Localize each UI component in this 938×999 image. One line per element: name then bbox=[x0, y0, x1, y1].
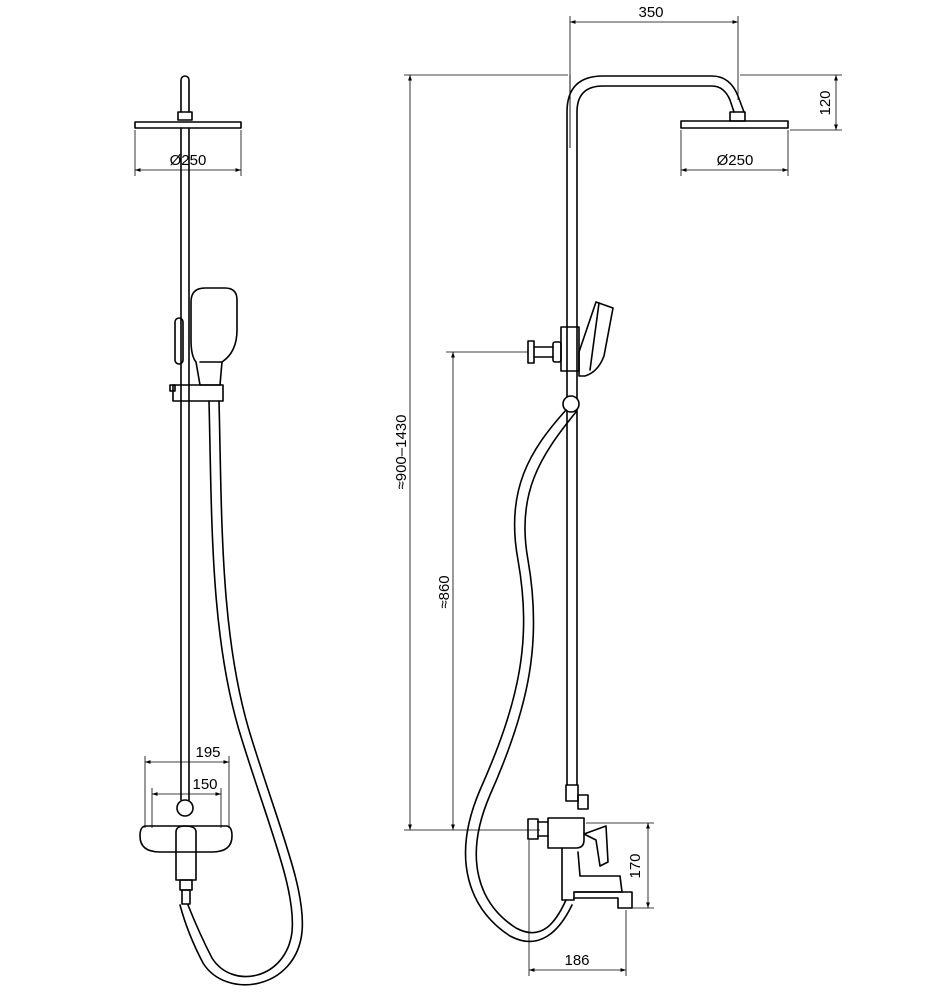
front-width-inner-label: 150 bbox=[192, 776, 217, 793]
side-mixer-inlet bbox=[527, 818, 539, 840]
side-hose bbox=[464, 409, 573, 943]
side-head-drop-label: 120 bbox=[817, 90, 834, 115]
front-hose bbox=[187, 400, 294, 978]
side-mixer-body bbox=[547, 817, 585, 849]
side-bracket-height-label: ≈860 bbox=[436, 575, 453, 608]
side-shower-head bbox=[680, 120, 789, 129]
front-mixer-body bbox=[139, 825, 233, 853]
front-hand-shower bbox=[190, 287, 238, 386]
side-hand-shower bbox=[578, 301, 614, 377]
side-view: 350 120 Ø250 ≈900–1430 ≈860 bbox=[393, 4, 842, 976]
front-shower-head bbox=[134, 121, 242, 129]
front-head-diameter-label: Ø250 bbox=[170, 152, 207, 169]
side-total-height-label: ≈900–1430 bbox=[393, 415, 410, 490]
side-head-reach-label: 350 bbox=[638, 4, 663, 21]
side-riser-arm bbox=[566, 75, 745, 786]
side-mixer-height-label: 170 bbox=[627, 853, 644, 878]
side-mixer-lever bbox=[583, 825, 609, 867]
front-view: Ø250 195 150 bbox=[134, 75, 304, 986]
side-mixer-depth-label: 186 bbox=[564, 952, 589, 969]
front-slide-bracket bbox=[172, 384, 224, 402]
front-width-outer-label: 195 bbox=[195, 744, 220, 761]
side-head-diameter-label: Ø250 bbox=[717, 152, 754, 169]
side-wall-bracket bbox=[527, 340, 535, 364]
